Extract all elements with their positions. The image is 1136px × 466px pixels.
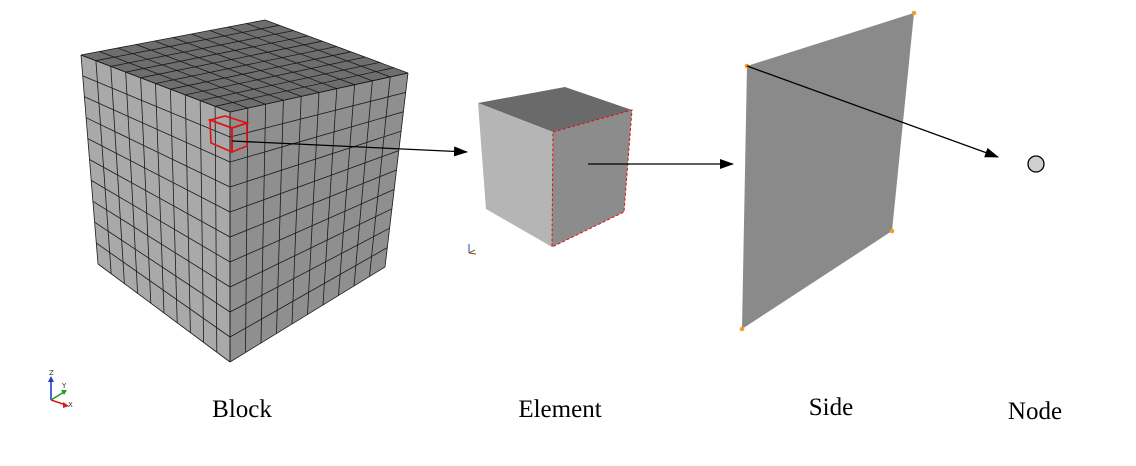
- arrow-side-to-node: [746, 65, 999, 158]
- mesh-line: [384, 72, 409, 268]
- caption-node: Node: [1007, 398, 1063, 425]
- mesh-line: [89, 159, 231, 238]
- block-left-face: [81, 55, 230, 362]
- side-node-marker: [739, 326, 745, 332]
- axis-z-label: Z: [49, 369, 54, 377]
- mesh-line: [229, 208, 393, 288]
- arrow-block-to-element: [231, 140, 468, 157]
- caption-element: Element: [518, 396, 602, 423]
- mesh-line: [200, 62, 380, 101]
- side-face-polygon: [742, 13, 914, 329]
- mesh-line: [338, 84, 355, 296]
- node-circle: [1027, 155, 1045, 173]
- mesh-line: [155, 46, 337, 84]
- mesh-line: [229, 266, 386, 363]
- mesh-line: [90, 180, 231, 263]
- element-left-face: [478, 103, 553, 247]
- block-mesh-grid: [80, 19, 409, 363]
- mesh-line: [170, 89, 178, 323]
- mesh-line: [322, 88, 338, 306]
- caption-block: Block: [212, 396, 272, 423]
- element-top-face: [478, 87, 632, 132]
- axis-y-label: Y: [61, 382, 67, 390]
- axis-triad-icon: Z Y X: [48, 369, 73, 409]
- mesh-line: [229, 247, 388, 338]
- block-cube: [80, 19, 409, 363]
- mesh-line: [97, 263, 231, 363]
- mesh-line: [185, 56, 366, 96]
- block-right-face: [230, 73, 408, 362]
- mesh-line: [94, 221, 231, 313]
- mesh-line: [369, 76, 391, 277]
- mesh-line: [96, 242, 231, 338]
- axis-x-label: X: [68, 401, 73, 409]
- mesh-line: [229, 169, 397, 238]
- element-highlighted-side-edge: [551, 109, 633, 248]
- side-face: [739, 10, 917, 332]
- mesh-line: [229, 189, 395, 263]
- caption-side: Side: [808, 394, 854, 421]
- element-right-face: [552, 110, 632, 247]
- highlighted-element: [207, 115, 250, 154]
- element-axis-triad-icon: [468, 244, 477, 255]
- element-cube: [478, 87, 633, 248]
- side-node-marker: [911, 10, 917, 16]
- mesh-line: [184, 94, 191, 333]
- mesh-line: [246, 23, 391, 78]
- side-node-marker: [889, 228, 895, 234]
- mesh-line: [228, 26, 373, 82]
- mesh-line: [214, 106, 218, 353]
- mesh-line: [353, 80, 373, 287]
- mesh-line: [191, 33, 337, 89]
- mesh-line: [199, 100, 204, 343]
- mesh-line: [229, 227, 390, 313]
- mesh-line: [209, 30, 355, 86]
- mesh-line: [215, 67, 394, 107]
- mesh-line: [170, 51, 351, 90]
- mesh-line: [92, 200, 231, 288]
- mesh-line: [264, 19, 409, 74]
